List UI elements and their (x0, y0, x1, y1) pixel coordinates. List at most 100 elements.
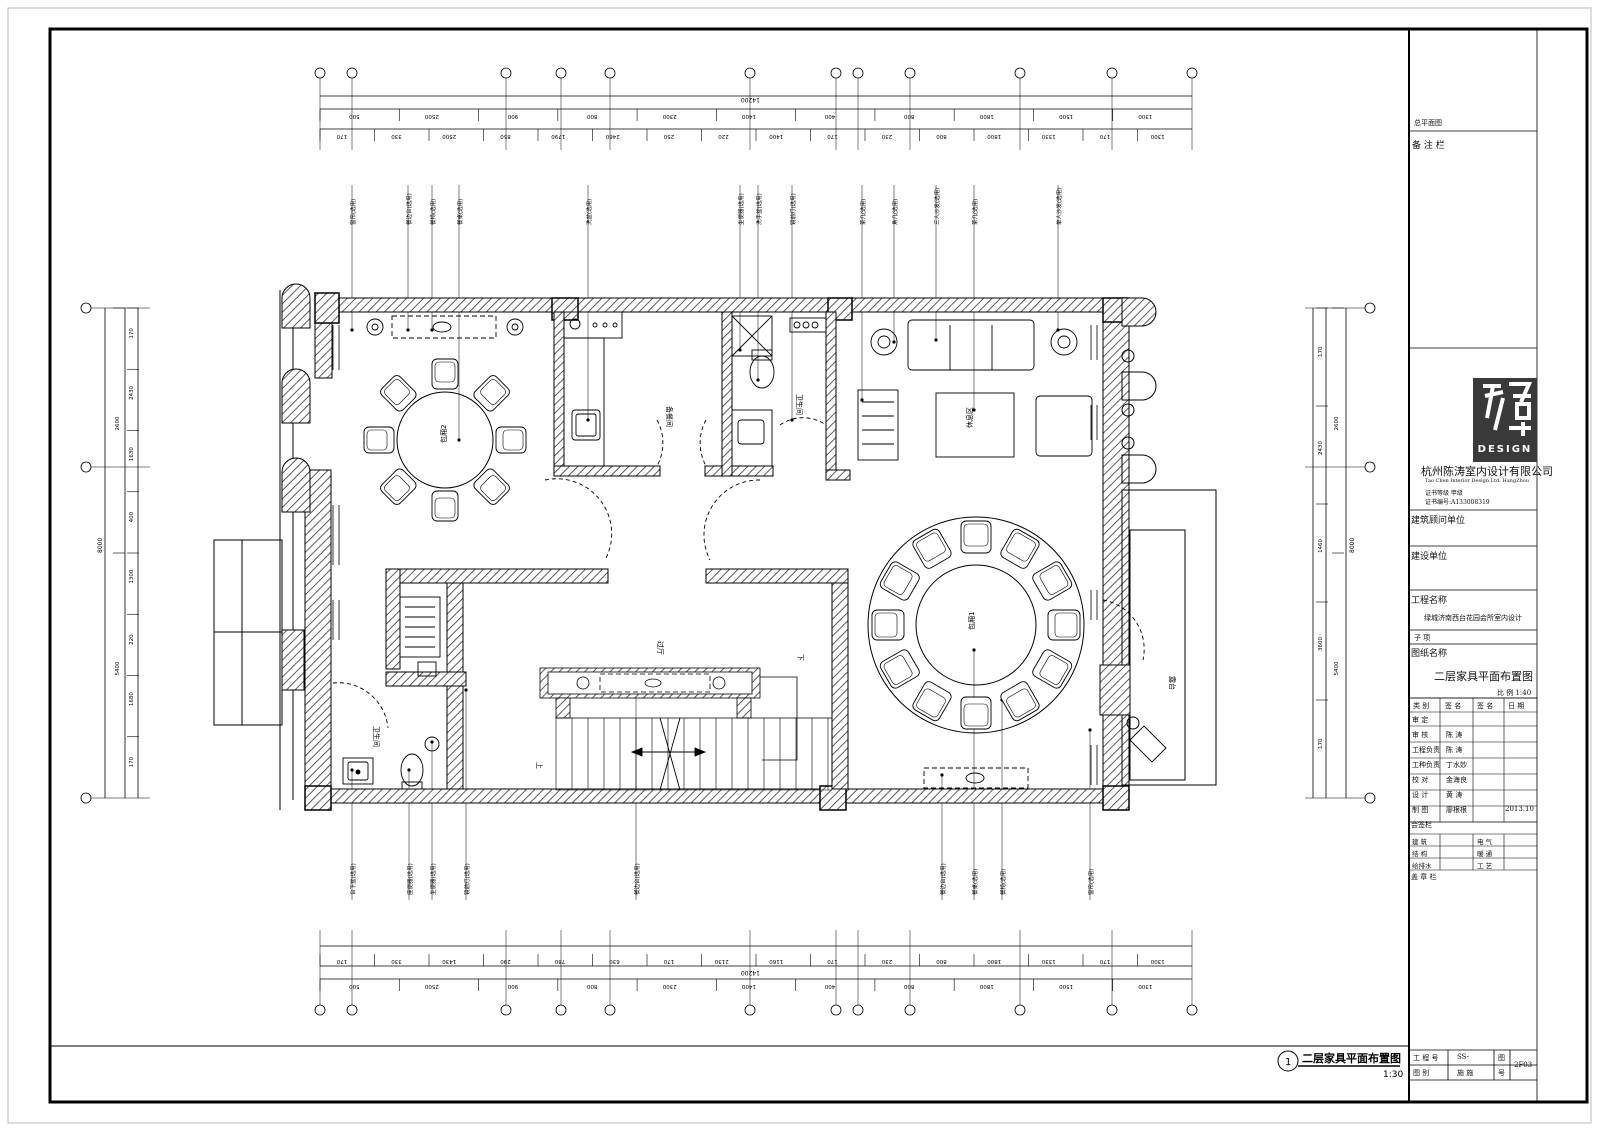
outer-frame (7, 7, 1592, 1124)
callout-label: 座便器(选用) (406, 863, 414, 895)
dimension-value: 500 (349, 983, 360, 989)
radiator-left (399, 596, 441, 658)
stair-down-label: 下 (796, 654, 804, 661)
grid-bubble (80, 792, 92, 804)
dimension-value: 1330 (1041, 958, 1055, 964)
dimension-value: 230 (881, 958, 892, 964)
left-windows (332, 325, 1098, 785)
callout-label: 窗帘(选用) (349, 199, 357, 225)
dimension-value: 400 (129, 511, 135, 522)
project-no-label: 工 程 号 (1413, 1054, 1439, 1062)
door-swings (332, 417, 1145, 729)
grid-bubble (744, 67, 756, 79)
dimension-value: 2130 (714, 958, 728, 964)
sign-name: 陈 涛 (1446, 731, 1463, 739)
bottom-grid-axes (314, 930, 1198, 1016)
sign-header: 日 期 (1508, 702, 1525, 710)
room-hall: 过厅 (656, 641, 665, 655)
sign-header: 签 名 (1477, 702, 1494, 710)
dining-chairs-small (363, 358, 527, 522)
sideboard-top-left (366, 315, 524, 339)
chair (431, 490, 459, 522)
dimension-value: 1500 (1059, 113, 1073, 119)
dimension-value: 2600 (1334, 416, 1340, 430)
dimension-value: 400 (824, 983, 835, 989)
callout-label: 餐椅(选用) (999, 869, 1007, 895)
architect-unit-label: 建筑顾问单位 (1411, 516, 1466, 526)
callout-label: 角几(选用) (891, 199, 899, 225)
callout-label: 餐边台(选用) (939, 863, 947, 895)
chair (380, 468, 417, 505)
dining-chairs-large (871, 520, 1081, 730)
dimension-value: 170 (129, 756, 135, 767)
grid-bubble (904, 1004, 916, 1016)
top-callout-leaders: 窗帘(选用)餐边台(选用)餐椅(选用)餐桌(选用)洗盆(选用)坐便器(选用)洗手… (349, 185, 1063, 442)
page-label-2: 号 (1498, 1069, 1505, 1077)
drawing-index: 1 (1285, 1057, 1291, 1068)
title-block-bottom (1409, 1049, 1537, 1081)
seal-area-label: 盖 章 栏 (1411, 873, 1437, 881)
drawing-ratio: 比 例 1:40 (1497, 689, 1532, 697)
wc1-fixtures (731, 315, 827, 467)
dimension-value: 170 (1318, 346, 1324, 357)
dimension-value: 250 (663, 133, 674, 139)
dimension-value: 2430 (1318, 441, 1324, 455)
right-facade-bays (1099, 297, 1217, 786)
sign-name: 陈 涛 (1446, 746, 1463, 754)
sign-role: 制 图 (1412, 806, 1429, 814)
dimension-value: 800 (586, 983, 597, 989)
dimension-value: 800 (904, 983, 915, 989)
dimension-value: 800 (936, 958, 947, 964)
grid-bubble (1186, 1004, 1198, 1016)
title-block (1409, 29, 1538, 1102)
sign-header: 类 别 (1413, 702, 1430, 710)
callout-label: 窗帘(选用) (1087, 869, 1095, 895)
kitchen-fixtures (563, 311, 623, 467)
discipline-grid (1409, 821, 1537, 871)
callout-label: 台下盆(选用) (349, 863, 357, 895)
grid-bubble (555, 67, 567, 79)
chair (473, 375, 510, 412)
staircase (539, 667, 832, 719)
sign-role: 设 计 (1412, 791, 1429, 799)
dimension-value: 1400 (742, 113, 756, 119)
callout-label: 餐边台(选用) (405, 193, 413, 225)
sign-role: 工种负责 (1412, 761, 1440, 769)
grid-bubble (346, 1004, 358, 1016)
dimension-value: 900 (507, 113, 518, 119)
dimension-value: 1300 (129, 569, 135, 583)
callout-label: 镜前灯(选用) (789, 193, 797, 225)
discipline-label: 给排水 (1412, 862, 1432, 870)
grid-bubble (80, 461, 92, 473)
grid-bubble (80, 302, 92, 314)
left-total-dimension: 8000 (97, 538, 104, 553)
sign-name: 金海良 (1446, 776, 1467, 784)
dimension-value: 1800 (979, 983, 993, 989)
callout-label: 坐便器(选用) (737, 193, 745, 225)
logo-text: DESIGN (1477, 444, 1533, 455)
room-wc1: 卫生间 (795, 394, 804, 415)
dimension-value: 2600 (115, 416, 121, 430)
callout-label: 餐桌(选用) (456, 199, 464, 225)
discipline-label: 工 艺 (1477, 862, 1493, 870)
dimension-value: 1330 (1041, 133, 1055, 139)
dimension-value: 1430 (442, 958, 456, 964)
dimension-value: 170 (336, 958, 347, 964)
chair (363, 426, 395, 454)
stair-treads (555, 718, 832, 791)
exterior-walls (304, 292, 1130, 811)
drawing-index-circle (1277, 1050, 1299, 1072)
callout-label: 茶几(选用) (859, 199, 867, 225)
callout-label: 镜前灯(选用) (463, 863, 471, 895)
dimension-value: 1790 (551, 133, 565, 139)
sign-header: 签 名 (1445, 702, 1462, 710)
stair-up-to-down (760, 676, 798, 761)
remarks-label: 备 注 栏 (1412, 141, 1445, 151)
callout-label: 餐桌(选用) (971, 869, 979, 895)
room-dining-small: 包厢2 (439, 425, 448, 443)
page-number: 2F03 (1514, 1061, 1533, 1069)
